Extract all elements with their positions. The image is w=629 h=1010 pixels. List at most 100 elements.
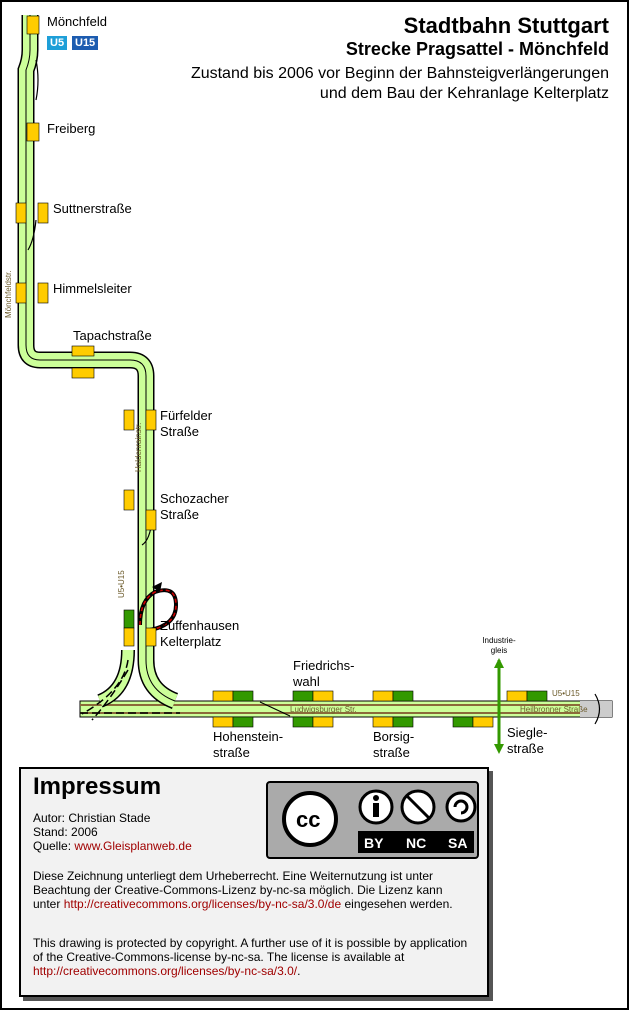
platform-siegle-n1 (506, 690, 528, 702)
map-note-line-1: Zustand bis 2006 vor Beginn der Bahnstei… (190, 65, 609, 82)
platform-borsig-s2 (392, 716, 414, 728)
station-fuerfelder-line2: Straße (160, 424, 200, 439)
platform-friedrichswahl-n1 (292, 690, 314, 702)
platform-tapach-south (71, 367, 95, 379)
platform-siegle-n2 (526, 690, 548, 702)
platform-borsig-n2 (392, 690, 414, 702)
license-link-en[interactable]: http://creativecommons.org/licenses/by-n… (33, 964, 298, 978)
impressum-text-en-body: This drawing is protected by copyright. … (33, 936, 468, 964)
platform-zuffenhausen-west (123, 627, 135, 647)
impressum-text-en-tail: . (297, 964, 301, 978)
industrial-arrow-down (494, 744, 504, 754)
platform-hohenstein-n2 (232, 690, 254, 702)
impressum-text-de-tail: eingesehen werden. (341, 897, 453, 911)
station-borsigstrasse: Borsig-straße (373, 729, 414, 761)
impressum-box: Impressum Autor: Christian Stade Stand: … (19, 767, 489, 997)
station-hohensteinstrasse: Hohenstein-straße (213, 729, 283, 761)
station-tapachstrasse: Tapachstraße (73, 328, 152, 343)
impressum-date: Stand: 2006 (33, 825, 98, 839)
map-title: Stadtbahn Stuttgart (403, 13, 609, 38)
platform-himmelsleiter-east (37, 282, 49, 304)
street-heilbronner: Heilbronner Straße (520, 705, 588, 714)
station-hohenstein-line2: straße (213, 745, 250, 760)
cc-license-badge[interactable]: cc BY NC SA (266, 781, 479, 859)
cc-text: cc (296, 807, 321, 832)
map-subtitle: Strecke Pragsattel - Mönchfeld (345, 39, 609, 59)
platform-friedrichswahl-s2 (312, 716, 334, 728)
route-track (25, 15, 176, 702)
platform-hohenstein-s2 (232, 716, 254, 728)
platform-zuffenhausen-green (123, 609, 135, 629)
impressum-source-label: Quelle: (33, 839, 75, 853)
platform-suttner-west (15, 202, 27, 224)
line-badge-u5: U5 (47, 36, 68, 50)
cc-nc-label: NC (406, 835, 427, 851)
track-end-grey (580, 701, 612, 717)
cc-badge-graphic (271, 787, 477, 853)
platform-friedrichswahl-s1 (292, 716, 314, 728)
station-hohenstein-line1: Hohenstein- (213, 729, 284, 744)
by-head-icon (373, 795, 379, 801)
station-sieglestrasse: Siegle-straße (507, 725, 547, 757)
platform-himmelsleiter-west (15, 282, 27, 304)
sa-recycle-icon (445, 791, 477, 823)
platform-moenchfeld (26, 15, 40, 35)
platform-schozacher-east (145, 509, 157, 531)
branch-west-track (81, 659, 129, 715)
station-suttnerstrasse: Suttnerstraße (53, 201, 132, 216)
loop-arrow (152, 582, 162, 592)
station-schozacher-line2: Straße (160, 507, 200, 522)
industrial-arrow-up (494, 658, 504, 668)
impressum-meta: Autor: Christian Stade Stand: 2006 Quell… (33, 811, 192, 853)
platform-friedrichswahl-n2 (312, 690, 334, 702)
industriegleis-line1: Industrie- (482, 636, 516, 645)
branch-west-track-2 (91, 669, 129, 721)
station-fuerfelder-line1: Fürfelder (160, 408, 213, 423)
route-label-horizontal: U5•U15 (552, 689, 580, 698)
line-badge-u15: U15 (72, 36, 99, 50)
street-ludwigsburger: Ludwigsburger Str. (290, 705, 357, 714)
crossover (259, 701, 291, 717)
impressum-text-de: Diese Zeichnung unterliegt dem Urheberre… (33, 869, 473, 911)
street-moenchfeldstr: Mönchfeldstr. (4, 270, 13, 318)
impressum-source: Quelle: www.Gleisplanweb.de (33, 839, 192, 853)
impressum-text-en: This drawing is protected by copyright. … (33, 936, 473, 978)
industriegleis-label: Industrie-gleis (478, 636, 520, 656)
cc-circle-icon (282, 791, 338, 847)
impressum-heading: Impressum (33, 773, 162, 800)
station-siegle-line1: Siegle- (507, 725, 548, 740)
map-title-block: Stadtbahn Stuttgart Strecke Pragsattel -… (191, 14, 609, 104)
platform-freiberg (26, 122, 40, 142)
sa-arrow-icon (453, 799, 469, 815)
platform-borsig-s1 (372, 716, 394, 728)
platform-borsig-n1 (372, 690, 394, 702)
impressum-author: Autor: Christian Stade (33, 811, 151, 825)
station-zuffenhausen-line1: Zuffenhausen (160, 618, 240, 633)
cc-strip (358, 831, 474, 853)
impressum-source-link[interactable]: www.Gleisplanweb.de (74, 839, 192, 853)
station-friedrichswahl-line2: wahl (293, 674, 320, 689)
station-borsig-line1: Borsig- (373, 729, 415, 744)
crossover-mid (27, 219, 37, 251)
map-note-line-2: und dem Bau der Kehranlage Kelterplatz (319, 85, 609, 102)
platform-fuerfelder-east (145, 409, 157, 431)
nc-strike-icon (404, 793, 432, 821)
license-link-de[interactable]: http://creativecommons.org/licenses/by-n… (63, 897, 342, 911)
platform-hohenstein-s1 (212, 716, 234, 728)
station-schozacher-line1: Schozacher (160, 491, 229, 506)
street-haldenrainstr: Haldenrainstr. (134, 422, 143, 472)
station-freiberg: Freiberg (47, 121, 96, 136)
station-zuffenhausen-line2: Kelterplatz (160, 634, 222, 649)
platform-tapach-north (71, 345, 95, 357)
station-borsig-line2: straße (373, 745, 410, 760)
platform-hohenstein-n1 (212, 690, 234, 702)
industriegleis-line2: gleis (490, 646, 508, 655)
route-fill (19, 15, 178, 708)
impressum-text-de-body: Diese Zeichnung unterliegt dem Urheberre… (33, 869, 443, 911)
cc-by-label: BY (364, 835, 384, 851)
crossover-top (35, 59, 39, 101)
loop-track (139, 589, 177, 631)
